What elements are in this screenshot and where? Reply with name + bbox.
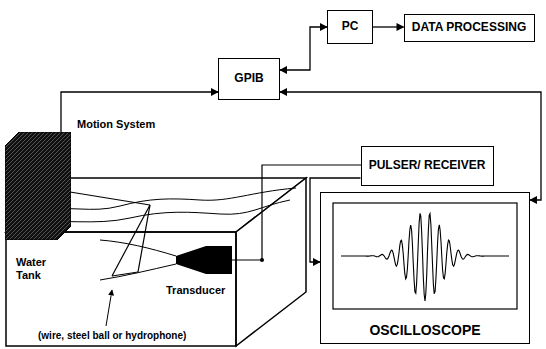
node-label: DATA PROCESSING: [412, 21, 526, 34]
node-label: Motion System: [77, 118, 155, 130]
motion-stage-body: [5, 132, 71, 240]
waveform-trace: [341, 213, 509, 301]
tank-side: [236, 178, 306, 346]
node-label: PULSER/ RECEIVER: [369, 159, 486, 172]
process-box: PC: [327, 10, 373, 44]
motion-system-block: Motion System: [5, 132, 71, 240]
node-label: GPIB: [234, 72, 263, 85]
signal-connector: [280, 92, 541, 200]
beam-line: [100, 240, 176, 256]
instrument-box: PULSER/ RECEIVER: [361, 146, 494, 186]
transducer-symbol: [176, 246, 232, 274]
interface-box: GPIB: [218, 58, 280, 100]
node-label: PC: [342, 20, 359, 33]
signal-connector: [373, 26, 404, 27]
process-box: DATA PROCESSING: [404, 14, 535, 42]
tank-label: Water Tank: [16, 256, 60, 281]
oscilloscope-box: OSCILLOSCOPE: [320, 192, 530, 344]
holder-rod: [70, 192, 150, 205]
leader-line: [106, 290, 112, 326]
holder-fork: [112, 205, 150, 276]
beam-line: [100, 264, 176, 280]
part-label: Transducer: [166, 284, 225, 297]
signal-connector: [280, 27, 327, 70]
tank-front: [6, 232, 236, 346]
water-surface: [40, 188, 296, 212]
node-label: OSCILLOSCOPE: [321, 322, 529, 338]
junction-dot: [260, 258, 264, 262]
target-note: (wire, steel ball or hydrophone): [38, 330, 186, 342]
motion-stage-symbol: [5, 132, 71, 240]
holder-fork: [138, 205, 150, 272]
signal-connector: [61, 92, 218, 133]
screen-frame: [333, 203, 517, 309]
